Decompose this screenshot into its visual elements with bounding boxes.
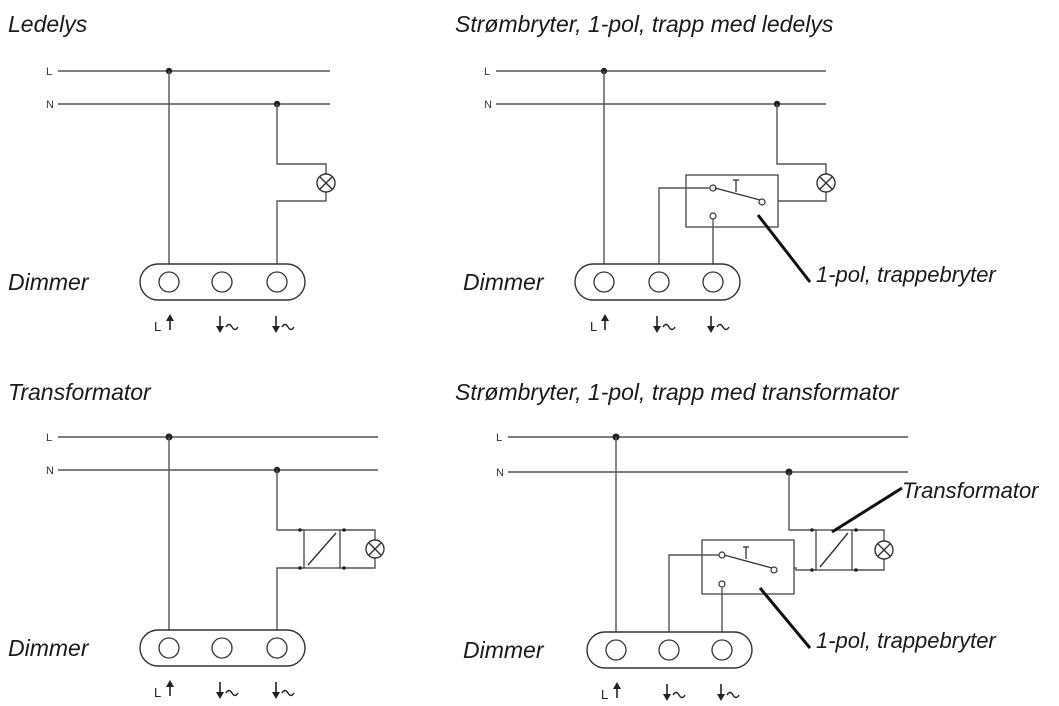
dimmer-output-icon xyxy=(662,683,686,702)
panel-title: Ledelys xyxy=(8,11,88,37)
rail-label-n: N xyxy=(46,465,54,477)
lamp-icon xyxy=(316,173,336,193)
rail-label-n: N xyxy=(496,467,504,479)
transformer-pointer xyxy=(831,486,903,534)
dimmer-output-icon xyxy=(215,681,239,700)
panel-title: Strømbryter, 1-pol, trapp med transforma… xyxy=(455,379,900,405)
dimmer-output-icon xyxy=(716,683,740,702)
dimmer-output-icon xyxy=(652,315,676,334)
switch-box xyxy=(701,539,795,595)
dimmer-label: Dimmer xyxy=(463,269,545,295)
rail-label-n: N xyxy=(46,99,54,111)
rail-label-l: L xyxy=(46,432,52,444)
lamp-icon xyxy=(816,173,836,193)
switch-pointer xyxy=(758,587,812,649)
input-arrow-icon xyxy=(165,313,175,331)
terminal-out-1 xyxy=(211,271,233,293)
dimmer-output-icon xyxy=(271,315,295,334)
panel-title: Strømbryter, 1-pol, trapp med ledelys xyxy=(455,11,834,37)
terminal-label-l: L xyxy=(601,687,608,702)
panel-switch-transformator: Strømbryter, 1-pol, trapp med transforma… xyxy=(455,379,1040,702)
panel-ledelys: Ledelys L N Dimmer L xyxy=(8,11,336,334)
rail-label-l: L xyxy=(484,66,490,78)
switch-callout-label: 1-pol, trappebryter xyxy=(816,262,997,287)
terminal-label-l: L xyxy=(154,685,161,700)
terminal-label-l: L xyxy=(590,319,597,334)
rail-label-n: N xyxy=(484,99,492,111)
terminal-out-2 xyxy=(266,271,288,293)
transformer-callout-label: Transformator xyxy=(902,478,1040,503)
panel-transformator: Transformator L N Dimmer L xyxy=(8,379,385,700)
dimmer-label: Dimmer xyxy=(463,637,545,663)
lamp-icon xyxy=(365,539,385,559)
dimmer-output-icon xyxy=(271,681,295,700)
rail-label-l: L xyxy=(46,66,52,78)
terminal-label-l: L xyxy=(154,319,161,334)
dimmer-output-icon xyxy=(706,315,730,334)
rail-label-l: L xyxy=(496,432,502,444)
input-arrow-icon xyxy=(600,313,610,331)
input-arrow-icon xyxy=(165,679,175,697)
switch-callout-label: 1-pol, trappebryter xyxy=(816,628,997,653)
switch-pointer xyxy=(756,214,812,283)
input-arrow-icon xyxy=(612,681,622,699)
dimmer-label: Dimmer xyxy=(8,635,90,661)
panel-title: Transformator xyxy=(8,379,152,405)
dimmer-output-icon xyxy=(215,315,239,334)
panel-switch-ledelys: Strømbryter, 1-pol, trapp med ledelys L … xyxy=(455,11,997,334)
dimmer-label: Dimmer xyxy=(8,269,90,295)
terminal-l xyxy=(158,271,180,293)
lamp-icon xyxy=(874,540,894,560)
